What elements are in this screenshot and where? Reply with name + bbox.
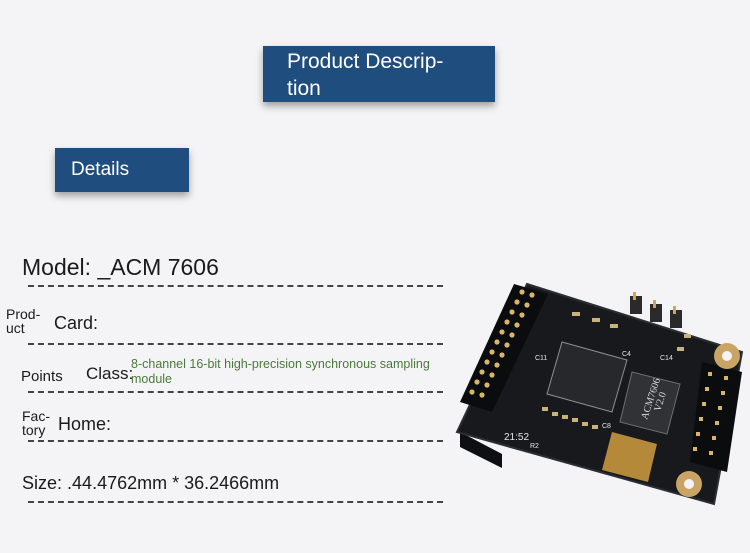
pin-header-left xyxy=(460,284,548,412)
points-value: 8-channel 16-bit high-precision synchron… xyxy=(131,357,430,387)
silk-c4: C4 xyxy=(622,351,631,358)
home-label-bottom: tory xyxy=(22,422,46,438)
silk-r2: R2 xyxy=(530,443,539,450)
home-label-main: Home: xyxy=(58,414,112,434)
acm7606-board-image: ACM7606 V2.0 C11 C4 C14 C8 21:52 R2 xyxy=(455,282,744,506)
product-description-banner: Product Descrip- tion xyxy=(263,46,495,102)
home-label-small: Fac- tory xyxy=(22,408,50,438)
gold-pad xyxy=(602,432,657,482)
details-label: Details xyxy=(71,159,130,180)
divider xyxy=(28,391,443,393)
board-underside xyxy=(460,432,502,468)
label-chip xyxy=(619,371,681,435)
points-class-label: Class: xyxy=(86,364,134,383)
silk-c11: C11 xyxy=(535,355,547,362)
banner-title-line1: Product Descrip- xyxy=(287,50,444,73)
divider xyxy=(28,343,443,345)
points-label: Points xyxy=(21,368,63,385)
size-label: Size: xyxy=(22,473,63,493)
banner-title-line2: tion xyxy=(287,77,321,100)
jumper-header xyxy=(630,292,682,328)
model-value: _ACM 7606 xyxy=(97,254,219,280)
silk-c14: C14 xyxy=(660,355,673,362)
mount-hole-bottom-right xyxy=(676,471,702,497)
model-row: Model: _ACM 7606 xyxy=(22,254,219,281)
details-banner: Details xyxy=(55,148,189,192)
silk-code: 21:52 xyxy=(504,432,529,443)
points-value-line2: module xyxy=(131,372,172,386)
size-value: .44.4762mm * 36.2466mm xyxy=(67,473,280,493)
card-label-main: Card: xyxy=(54,313,99,333)
divider xyxy=(28,440,443,442)
home-label-top: Fac- xyxy=(22,408,50,424)
divider xyxy=(28,285,443,287)
size-row: Size: .44.4762mm * 36.2466mm xyxy=(22,473,279,494)
card-label-bottom: uct xyxy=(6,320,25,336)
adc-chip xyxy=(546,341,628,413)
silk-c8: C8 xyxy=(602,423,611,430)
card-label-small: Prod- uct xyxy=(6,306,41,336)
card-label-top: Prod- xyxy=(6,306,41,322)
points-value-line1: 8-channel 16-bit high-precision synchron… xyxy=(131,357,430,371)
model-label: Model: xyxy=(22,254,92,280)
mount-hole-top-right xyxy=(714,343,740,369)
pin-header-right xyxy=(690,362,742,472)
smd-components xyxy=(542,312,691,429)
divider xyxy=(28,501,443,503)
